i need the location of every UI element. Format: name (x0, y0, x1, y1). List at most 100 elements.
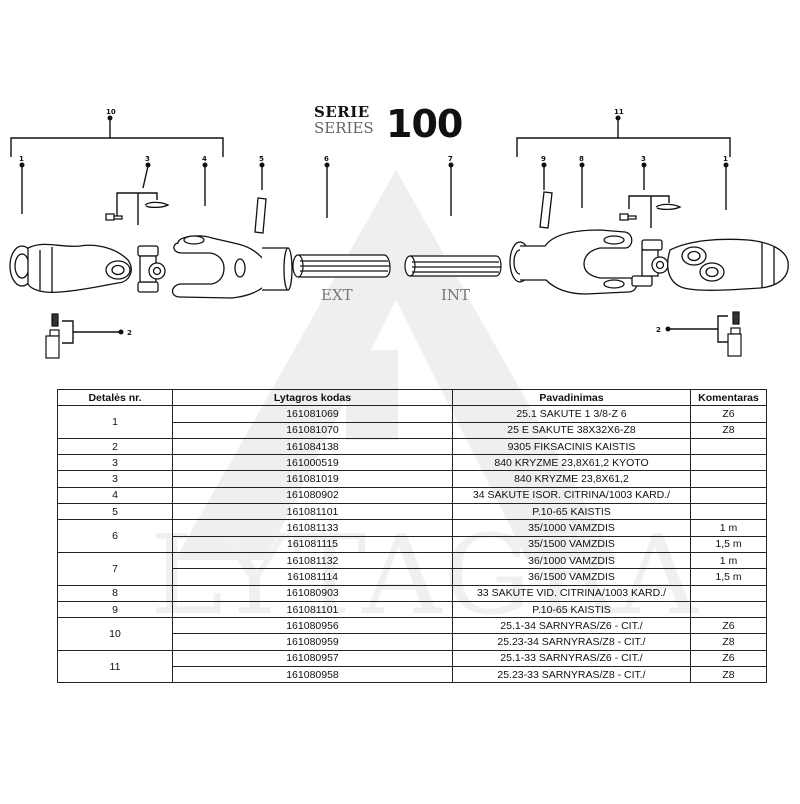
code-cell: 161080958 (172, 666, 453, 684)
comment-cell: Z6 (690, 617, 767, 635)
callout-6: 6 (324, 155, 329, 163)
table-row: 3 161081019 840 KRYZME 23,8X61,2 (57, 470, 767, 488)
name-cell: 25.23-34 SARNYRAS/Z8 - CIT./ (452, 633, 691, 651)
callout-3-right: 3 (641, 155, 646, 163)
callout-1-left: 1 (19, 155, 24, 163)
code-cell: 161080903 (172, 584, 453, 602)
code-cell: 161081132 (172, 551, 453, 570)
yoke-8-icon (509, 229, 638, 295)
table-row: 10 161080956 25.1-34 SARNYRAS/Z6 - CIT./… (57, 617, 767, 651)
code-cell: 161081101 (172, 600, 453, 619)
table-header-row: Detalės nr. Lytagros kodas Pavadinimas K… (57, 388, 767, 407)
name-cell: 25 E SAKUTE 38X32X6-Z8 (452, 421, 691, 439)
detail-cell: 11 (57, 649, 173, 684)
detail-cell: 8 (57, 584, 173, 602)
code-cell: 161081070 (172, 421, 453, 439)
detail-cell: 7 (57, 551, 173, 586)
table-row: 161081070 25 E SAKUTE 38X32X6-Z8 Z8 (58, 421, 767, 439)
name-cell: 35/1000 VAMZDIS (452, 519, 691, 537)
callout-2-left: 2 (127, 329, 132, 337)
callout-2-right: 2 (656, 326, 661, 334)
callout-4: 4 (202, 155, 207, 163)
callout-9: 9 (541, 155, 546, 163)
name-cell: 36/1500 VAMZDIS (452, 568, 691, 586)
table-row: 2 161084138 9305 FIKSACINIS KAISTIS (57, 437, 767, 456)
comment-cell (690, 486, 767, 505)
series-label: SERIES (314, 119, 374, 137)
code-cell: 161081069 (172, 405, 453, 423)
name-cell: P.10-65 KAISTIS (452, 503, 691, 521)
table-row: 161081115 35/1500 VAMZDIS 1,5 m (58, 535, 767, 553)
name-cell: 25.1-34 SARNYRAS/Z6 - CIT./ (452, 617, 691, 635)
comment-cell: Z8 (690, 421, 767, 439)
serie-label: SERIE (314, 103, 370, 121)
header-name: Pavadinimas (452, 388, 691, 407)
parts-table: Detalės nr. Lytagros kodas Pavadinimas K… (57, 388, 767, 684)
comment-cell: 1 m (690, 551, 767, 570)
table-row: 4 161080902 34 SAKUTE ISOR. CITRINA/1003… (57, 486, 767, 505)
name-cell: 35/1500 VAMZDIS (452, 535, 691, 553)
int-label: INT (441, 286, 470, 304)
yoke-1-right-icon (667, 238, 789, 291)
name-cell: 25.1-33 SARNYRAS/Z6 - CIT./ (452, 649, 691, 668)
name-cell: 25.23-33 SARNYRAS/Z8 - CIT./ (452, 666, 691, 684)
name-cell: 840 KRYZME 23,8X61,2 KYOTO (452, 454, 691, 472)
code-cell: 161081101 (172, 503, 453, 521)
table-row: 3 161000519 840 KRYZME 23,8X61,2 KYOTO (57, 454, 767, 472)
callout-10: 10 (106, 108, 116, 116)
comment-cell (690, 503, 767, 521)
exploded-parts-diagram: 10 11 1 3 4 5 6 7 9 8 3 1 2 2 (9, 108, 789, 359)
table-row: 1 161081069 25.1 SAKUTE 1 3/8-Z 6 Z6 (57, 405, 767, 439)
table-row: 11 161080957 25.1-33 SARNYRAS/Z6 - CIT./… (57, 649, 767, 684)
code-cell: 161081019 (172, 470, 453, 488)
pin-5-icon (254, 197, 267, 234)
yoke-1-left-icon (9, 243, 132, 294)
code-cell: 161080956 (172, 617, 453, 635)
detail-cell: 9 (57, 600, 173, 619)
name-cell: 25.1 SAKUTE 1 3/8-Z 6 (452, 405, 691, 423)
cross-3-right-icon (619, 203, 682, 287)
table-row: 161080958 25.23-33 SARNYRAS/Z8 - CIT./ Z… (58, 666, 767, 684)
yoke-4-icon (171, 235, 293, 299)
name-cell: 33 SAKUTE VID. CITRINA/1003 KARD./ (452, 584, 691, 602)
callout-7: 7 (448, 155, 453, 163)
comment-cell (690, 437, 767, 456)
comment-cell: Z8 (690, 633, 767, 651)
comment-cell (690, 600, 767, 619)
code-cell: 161081115 (172, 535, 453, 553)
cross-3-left-icon (105, 201, 170, 293)
detail-cell: 4 (57, 486, 173, 505)
code-cell: 161080957 (172, 649, 453, 668)
series-number: 100 (386, 102, 463, 146)
callout-5: 5 (259, 155, 264, 163)
detail-cell: 5 (57, 503, 173, 521)
table-row: 8 161080903 33 SAKUTE VID. CITRINA/1003 … (57, 584, 767, 602)
detail-cell: 10 (57, 617, 173, 651)
series-title: SERIE SERIES 100 (314, 102, 463, 146)
code-cell: 161000519 (172, 454, 453, 472)
callout-3-left: 3 (145, 155, 150, 163)
code-cell: 161080902 (172, 486, 453, 505)
callout-1-right: 1 (723, 155, 728, 163)
callout-11: 11 (614, 108, 624, 116)
table-row: 161081114 36/1500 VAMZDIS 1,5 m (58, 568, 767, 586)
name-cell: 34 SAKUTE ISOR. CITRINA/1003 KARD./ (452, 486, 691, 505)
pin-9-icon (539, 191, 553, 229)
callout-8: 8 (579, 155, 584, 163)
name-cell: P.10-65 KAISTIS (452, 600, 691, 619)
table-row: 9 161081101 P.10-65 KAISTIS (57, 600, 767, 619)
fixing-pin-2-right-icon (727, 311, 742, 357)
tube-int-7-icon (404, 255, 502, 277)
detail-cell: 1 (57, 405, 173, 439)
code-cell: 161081133 (172, 519, 453, 537)
table-row: 161080959 25.23-34 SARNYRAS/Z8 - CIT./ Z… (58, 633, 767, 651)
comment-cell (690, 584, 767, 602)
code-cell: 161084138 (172, 437, 453, 456)
code-cell: 161080959 (172, 633, 453, 651)
detail-cell: 2 (57, 437, 173, 456)
tube-ext-6-icon (292, 254, 391, 278)
detail-cell: 3 (57, 470, 173, 488)
detail-cell: 3 (57, 454, 173, 472)
comment-cell: 1,5 m (690, 535, 767, 553)
comment-cell: Z8 (690, 666, 767, 684)
